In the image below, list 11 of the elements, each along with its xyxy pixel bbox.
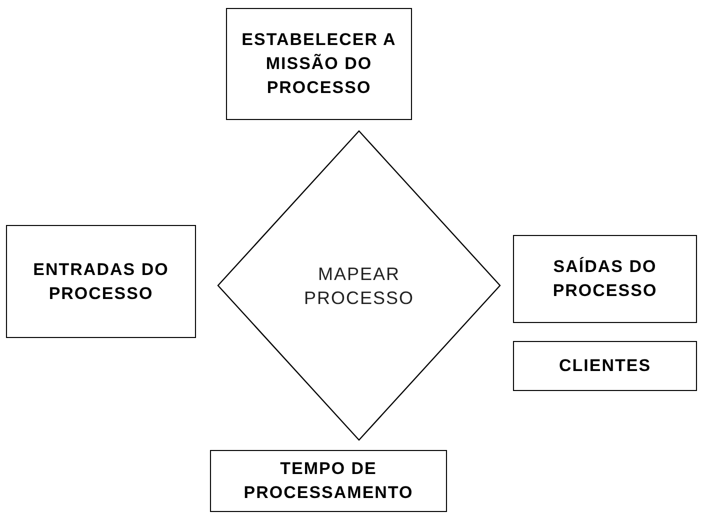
node-label: SAÍDAS DO PROCESSO [552, 256, 658, 302]
process-box [226, 8, 412, 120]
process-box [6, 225, 196, 338]
node-label: CLIENTES [558, 355, 652, 377]
node-label: MAPEAR PROCESSO [302, 262, 416, 310]
node-label: TEMPO DE PROCESSAMENTO [242, 458, 414, 504]
process-box [513, 235, 697, 323]
node-label: ENTRADAS DO PROCESSO [32, 258, 170, 304]
node-label: ESTABELECER A MISSÃO DO PROCESSO [240, 29, 398, 99]
process-box [210, 450, 447, 512]
process-box [513, 341, 697, 391]
